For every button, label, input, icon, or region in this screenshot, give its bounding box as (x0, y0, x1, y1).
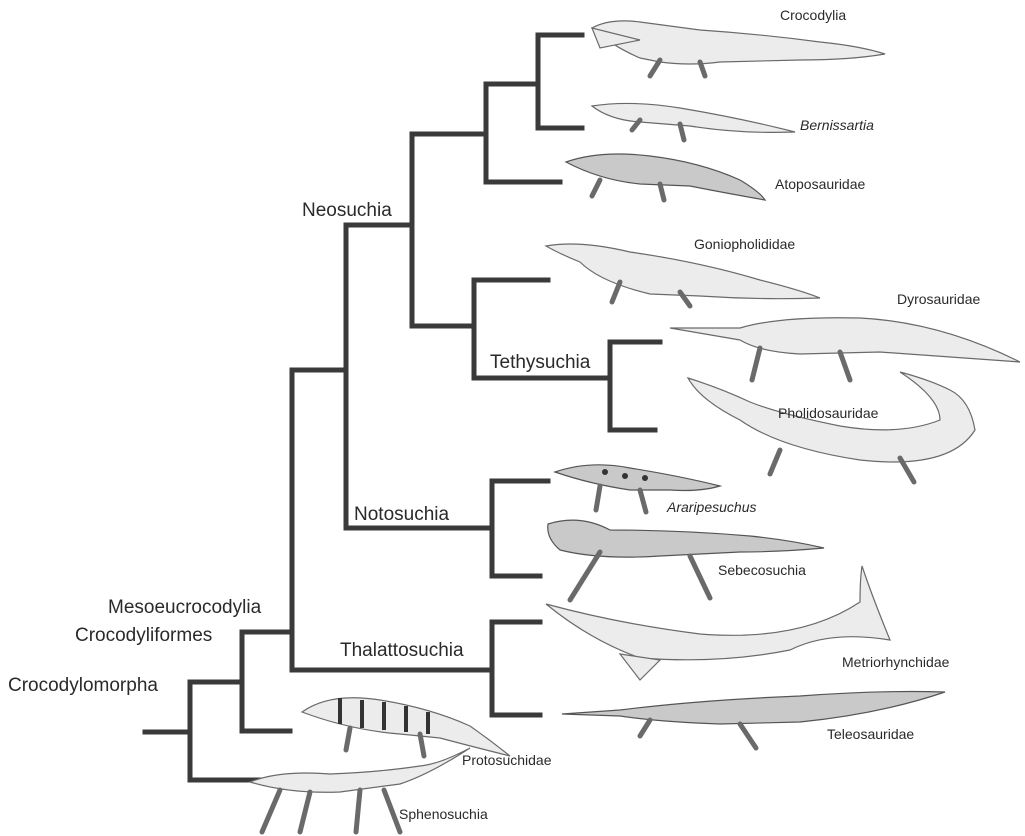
taxon-label-goniopholididae: Goniopholididae (694, 236, 795, 252)
illustration-metriorhynchidae (546, 566, 890, 680)
clade-label-crocodyliformes: Crocodyliformes (75, 625, 212, 646)
illustration-dyrosauridae (670, 318, 1020, 380)
clade-label-tethysuchia: Tethysuchia (490, 352, 591, 373)
branch-neosuchia (346, 134, 474, 326)
branch-notosuchia (492, 481, 548, 576)
taxon-label-crocodylia: Crocodylia (780, 7, 846, 23)
illustration-protosuchidae (302, 698, 510, 756)
clade-label-crocodylomorpha: Crocodylomorpha (8, 675, 158, 696)
illustration-sebecosuchia (548, 520, 824, 600)
taxon-label-teleosauridae: Teleosauridae (827, 726, 914, 742)
clade-label-neosuchia: Neosuchia (302, 200, 392, 221)
branch-metriorhynchoid-split (346, 225, 492, 528)
taxon-label-araripesuchus: Araripesuchus (666, 499, 757, 515)
clade-label-thalattosuchia: Thalattosuchia (340, 640, 464, 661)
taxon-label-dyrosauridae: Dyrosauridae (897, 291, 980, 307)
taxon-label-sphenosuchia: Sphenosuchia (399, 806, 488, 822)
branch-crocodyliformes (242, 632, 292, 731)
clade-label-notosuchia: Notosuchia (354, 504, 449, 525)
taxon-label-atoposauridae: Atoposauridae (775, 176, 866, 192)
taxon-label-metriorhynchidae: Metriorhynchidae (842, 654, 950, 670)
clade-label-mesoeucrocodylia: Mesoeucrocodylia (108, 597, 262, 618)
tree-branches (145, 35, 660, 780)
taxon-label-bernissartia: Bernissartia (800, 117, 874, 133)
taxon-label-pholidosauridae: Pholidosauridae (778, 405, 879, 421)
illustration-pholidosauridae (688, 372, 975, 482)
branch-thalattosuchia (492, 622, 540, 715)
illustration-goniopholididae (546, 244, 820, 306)
illustration-atoposauridae (566, 154, 765, 200)
branch-crocodylia-group (412, 35, 582, 182)
illustration-bernissartia (592, 103, 795, 140)
taxon-label-protosuchidae: Protosuchidae (462, 752, 552, 768)
taxon-label-sebecosuchia: Sebecosuchia (718, 562, 806, 578)
illustration-crocodylia (592, 21, 885, 76)
